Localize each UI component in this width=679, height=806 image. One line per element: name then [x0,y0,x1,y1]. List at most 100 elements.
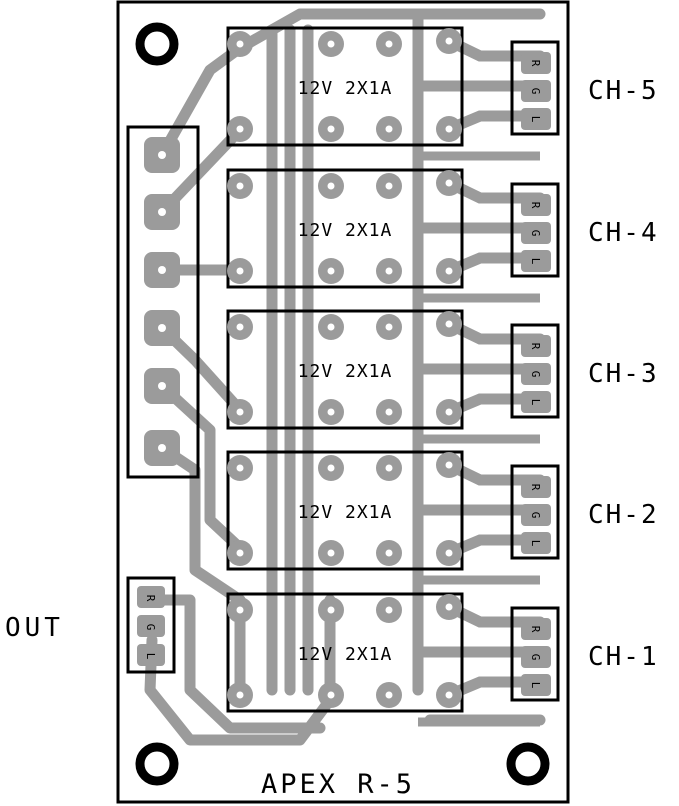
pad-drill [236,408,244,416]
connector-pad [521,646,551,668]
out-connector-outline [126,576,176,674]
out-pin-l: L [144,653,157,660]
pad-drill [236,691,244,699]
channel-connector [510,323,560,419]
pad-drill [385,549,393,557]
pad-drill [327,408,335,416]
pad-drill [445,267,453,275]
pad-drill [445,125,453,133]
relay-outline [226,592,464,713]
header-pads [144,137,180,466]
connector-pad [137,615,165,637]
connector-pad [137,586,165,608]
mounting-hole [135,742,179,786]
pad-drill [327,691,335,699]
pad-drill [236,549,244,557]
pad-drill [445,320,453,328]
channel-label: CH-2 [588,500,659,530]
pad-drill [385,40,393,48]
relay-outline [226,26,464,147]
pad-drill [158,324,166,332]
pad-drill [327,267,335,275]
pad-drill [327,40,335,48]
connector-pad [521,476,551,498]
connector-pin-label: R [529,626,542,633]
connector-pin-label: G [529,654,542,661]
mounting-holes [135,22,550,786]
connector-pin-label: L [529,399,542,406]
connector-pad [521,194,551,216]
relay-outline [226,450,464,571]
channel-label: CH-3 [588,359,659,389]
pad-drill [445,549,453,557]
channel-label: CH-4 [588,218,659,248]
relay-outline [226,168,464,289]
pin-header-outline [126,125,200,479]
pad-drill [327,182,335,190]
connector-pin-label: G [529,512,542,519]
relay-label: 12V 2X1A [298,502,393,523]
channel-label: CH-1 [588,642,659,672]
relay-label: 12V 2X1A [298,220,393,241]
pad-drill [445,461,453,469]
connector-pin-label: L [529,540,542,547]
connector-pad [521,532,551,554]
relay-outline [226,309,464,430]
pad-drill [327,606,335,614]
connector-pin-label: G [529,371,542,378]
connector-pad [137,644,165,666]
connector-pad [521,52,551,74]
board-name: APEX R-5 [261,769,415,800]
pad-drill [385,125,393,133]
connector-pad [521,391,551,413]
connector-pad [521,363,551,385]
pad-drill [385,182,393,190]
pad-drill [158,382,166,390]
pad-drill [236,323,244,331]
pad-drill [327,125,335,133]
pad-drill [385,408,393,416]
pad-drill [385,464,393,472]
pad-drill [158,444,166,452]
pad-drill [327,464,335,472]
out-label: OUT [5,613,64,643]
out-pin-r: R [144,595,157,602]
pad-drill [158,151,166,159]
pad-drill [445,37,453,45]
connector-pin-label: R [529,60,542,67]
channel-connector [510,464,560,560]
connector-pin-label: L [529,682,542,689]
channel-connector [510,606,560,702]
channel-connector [510,182,560,278]
pad-drill [385,606,393,614]
connector-pad [521,222,551,244]
connector-pad [521,335,551,357]
pad-drill [236,182,244,190]
connector-pin-label: G [529,230,542,237]
mounting-hole [135,22,179,66]
connector-pin-label: R [529,484,542,491]
pin-header [126,125,200,479]
pad-drill [158,266,166,274]
pad-drill [158,208,166,216]
pad-drill [445,603,453,611]
channel-label: CH-5 [588,76,659,106]
channel-connector [510,40,560,136]
pad-drill [445,691,453,699]
relay-block: 12V 2X1A R G L CH-2 [226,450,659,585]
pad-drill [445,408,453,416]
pad-drill [385,267,393,275]
pad-drill [236,267,244,275]
pad-drill [385,691,393,699]
connector-pin-label: L [529,258,542,265]
connector-pad [521,80,551,102]
pad-drill [445,179,453,187]
pad-drill [236,40,244,48]
out-connector: R G L [126,576,176,674]
